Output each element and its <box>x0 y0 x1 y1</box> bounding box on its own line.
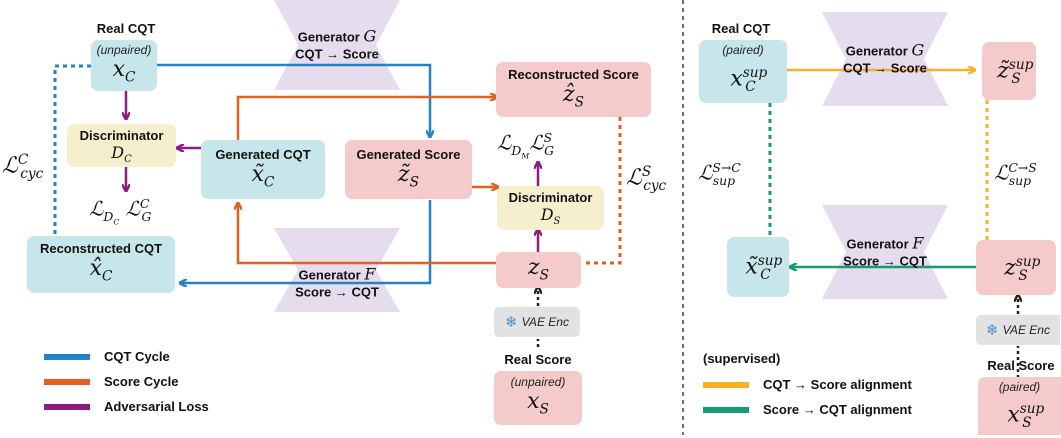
reconstructed-score-box: Reconstructed Score ẑS <box>496 62 651 117</box>
discriminator-s-symbol: DS <box>540 205 561 228</box>
real-score-tag: (unpaired) <box>510 375 566 389</box>
generated-score-title: Generated Score <box>356 147 461 162</box>
real-score-box: (unpaired) xS <box>494 371 582 425</box>
sup-generator-g-var: G <box>911 40 925 60</box>
legend-cqt-to-score: CQT → Score alignment <box>703 377 912 392</box>
sup-latent-score-box: zsupS <box>976 240 1056 295</box>
legend-cqt-cycle: CQT Cycle <box>44 349 170 364</box>
generator-f-subtitle: Score → CQT <box>295 284 379 300</box>
sup-real-cqt-tag: (paired) <box>722 43 764 57</box>
sup-vae-encoder-label: VAE Enc <box>1002 323 1050 337</box>
sup-generator-f-var: F <box>912 233 924 253</box>
reconstructed-cqt-symbol: x̂C <box>89 256 113 285</box>
latent-score-box: zS <box>496 252 581 288</box>
sup-generator-f: Generator F Score → CQT <box>843 233 927 269</box>
loss-disc-c-gen-c: ℒDC ℒCG <box>89 196 152 227</box>
discriminator-c-box: Discriminator DC <box>67 124 176 167</box>
generator-f-shape <box>274 228 400 312</box>
real-cqt-symbol: xC <box>112 57 136 86</box>
sup-generator-g-subtitle: CQT → Score <box>843 60 927 76</box>
arrow-real-cqt-to-gen-g <box>156 63 430 136</box>
legend-swatch <box>44 403 90 410</box>
reconstructed-cqt-title: Reconstructed CQT <box>39 241 163 256</box>
sup-generator-g-shape <box>822 12 948 106</box>
generated-score-symbol: z̃S <box>398 162 419 191</box>
generated-score-box: Generated Score z̃S <box>345 140 472 199</box>
generator-g-subtitle: CQT → Score <box>295 46 379 62</box>
loss-sup-s2c: ℒS→Csup <box>698 160 741 188</box>
legend-adversarial-loss: Adversarial Loss <box>44 399 209 414</box>
legend-score-cycle: Score Cycle <box>44 374 178 389</box>
generated-cqt-title: Generated CQT <box>215 147 311 162</box>
loss-cyc-c: ℒCcyc <box>2 152 44 182</box>
sup-generator-f-shape <box>822 205 948 299</box>
arrow-z-s-to-gen-cqt <box>238 204 496 265</box>
sup-real-score-tag: (paired) <box>998 380 1041 394</box>
sup-latent-score-symbol: zsupS <box>1004 254 1041 284</box>
sup-generator-g: Generator G CQT → Score <box>843 40 927 76</box>
vae-encoder: ❄VAE Enc <box>494 307 580 337</box>
real-cqt-title: Real CQT <box>96 21 156 36</box>
legend-swatch <box>703 381 749 388</box>
sup-real-cqt-title: Real CQT <box>711 21 771 36</box>
legend-swatch <box>44 353 90 360</box>
legend-supervised-title: (supervised) <box>703 351 781 366</box>
legend-swatch <box>44 378 90 385</box>
snowflake-icon: ❄ <box>505 314 518 331</box>
vae-encoder-label: VAE Enc <box>521 315 569 329</box>
sup-real-score-title: Real Score <box>987 358 1055 373</box>
generator-g: Generator G CQT → Score <box>295 26 379 62</box>
reconstructed-cqt-box: Reconstructed CQT x̂C <box>27 236 175 293</box>
discriminator-c-symbol: DC <box>111 143 132 166</box>
real-cqt-tag: (unpaired) <box>96 43 152 57</box>
sup-real-cqt-symbol: xsupC <box>730 65 768 95</box>
reconstructed-score-symbol: ẑS <box>563 82 584 111</box>
real-score-symbol: xS <box>527 389 549 418</box>
loss-sup-c2s: ℒC→Ssup <box>994 160 1037 188</box>
generator-g-var: G <box>363 26 377 46</box>
sup-real-score-symbol: xsupS <box>1007 401 1045 431</box>
sup-generated-cqt-symbol: x̃supC <box>745 253 783 283</box>
discriminator-s-box: Discriminator DS <box>497 186 604 230</box>
cyc-c-dotted-link <box>53 64 91 236</box>
generator-f-var: F <box>364 264 376 284</box>
real-score-title: Real Score <box>504 352 572 367</box>
sup-real-score-box: (paired) xsupS <box>978 377 1061 435</box>
sup-real-cqt-box: (paired) xsupC <box>699 40 787 103</box>
sup-generated-cqt-box: x̃supC <box>727 237 789 297</box>
sup-generated-score-symbol: z̃supS <box>997 57 1034 87</box>
loss-disc-m-gen-s: ℒDMℒSG <box>497 130 555 161</box>
loss-cyc-s: ℒScyc <box>626 164 667 194</box>
legend-swatch <box>703 406 749 413</box>
real-cqt-box: (unpaired) xC <box>91 40 157 91</box>
legend-score-to-cqt: Score → CQT alignment <box>703 402 912 417</box>
discriminator-c-title: Discriminator <box>79 128 164 143</box>
generator-g-shape <box>274 0 400 90</box>
snowflake-icon: ❄ <box>986 322 999 339</box>
arrow-gen-cqt-to-recon-score <box>236 97 496 148</box>
sup-generator-f-subtitle: Score → CQT <box>843 253 927 269</box>
cyc-s-dotted-link <box>582 117 622 265</box>
reconstructed-score-title: Reconstructed Score <box>508 67 639 82</box>
generated-cqt-symbol: x̃C <box>251 162 275 191</box>
latent-score-symbol: zS <box>528 255 549 284</box>
generator-f: Generator F Score → CQT <box>295 264 379 300</box>
arrow-z-s-to-gen-f-to-recon-cqt <box>181 200 432 283</box>
discriminator-s-title: Discriminator <box>508 190 593 205</box>
sup-vae-encoder: ❄VAE Enc <box>976 315 1060 345</box>
sup-generated-score-box: z̃supS <box>982 42 1036 100</box>
generated-cqt-box: Generated CQT x̃C <box>201 140 325 199</box>
